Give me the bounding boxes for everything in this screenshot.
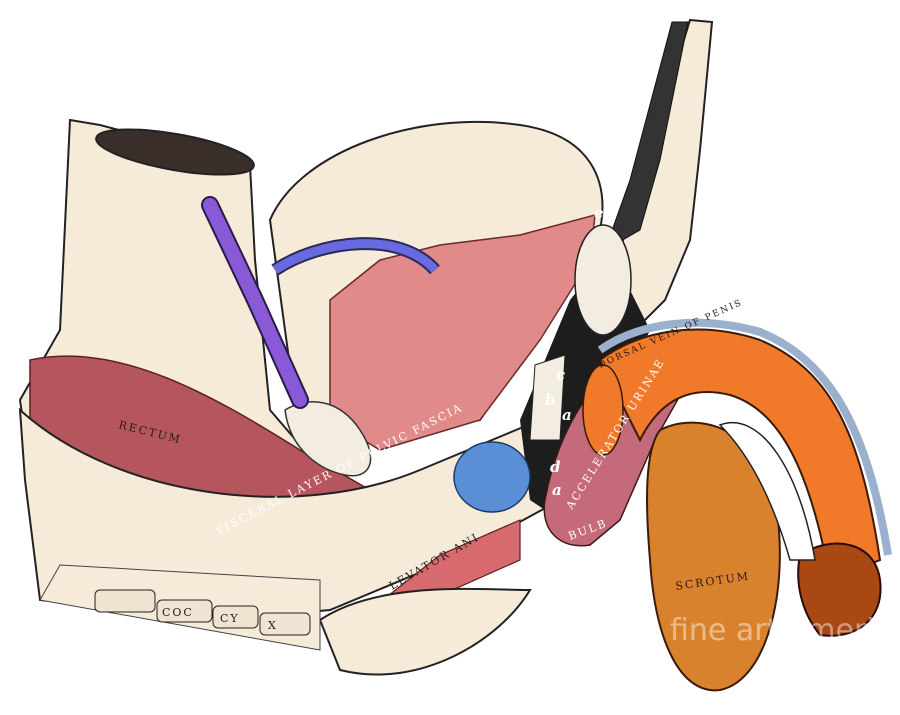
letter-a2: a <box>552 481 562 499</box>
letter-a1: a <box>562 406 572 424</box>
rectum-opening <box>95 128 255 176</box>
watermark: fine art america <box>670 613 900 648</box>
abdominal-wall <box>604 21 689 252</box>
dorsal-vein <box>597 318 892 556</box>
scrotum-gap <box>718 422 816 561</box>
label-coccyx-3: X <box>268 619 278 632</box>
label-coccyx-1: COC <box>162 606 194 619</box>
letter-b: b <box>545 391 556 409</box>
vertebra-4 <box>259 612 311 636</box>
prostate-lobe <box>574 224 632 336</box>
prostate-blue <box>453 441 531 513</box>
lower-fold <box>318 587 532 676</box>
penis-shaft <box>598 328 882 582</box>
label-coccyx-2: CY <box>220 612 240 625</box>
vertebra-2 <box>156 599 213 623</box>
letter-c: c <box>556 366 565 384</box>
vertebra-1 <box>94 589 156 613</box>
vas-deferens-fill <box>272 239 439 274</box>
letter-d: d <box>550 458 561 476</box>
seminal-vesicle <box>284 401 372 477</box>
vertebra-3 <box>212 605 259 629</box>
sphincter <box>529 354 566 441</box>
glans <box>797 542 882 637</box>
ureter-fill <box>203 198 307 407</box>
letter-e: e <box>594 204 604 222</box>
crus-section <box>582 364 624 456</box>
